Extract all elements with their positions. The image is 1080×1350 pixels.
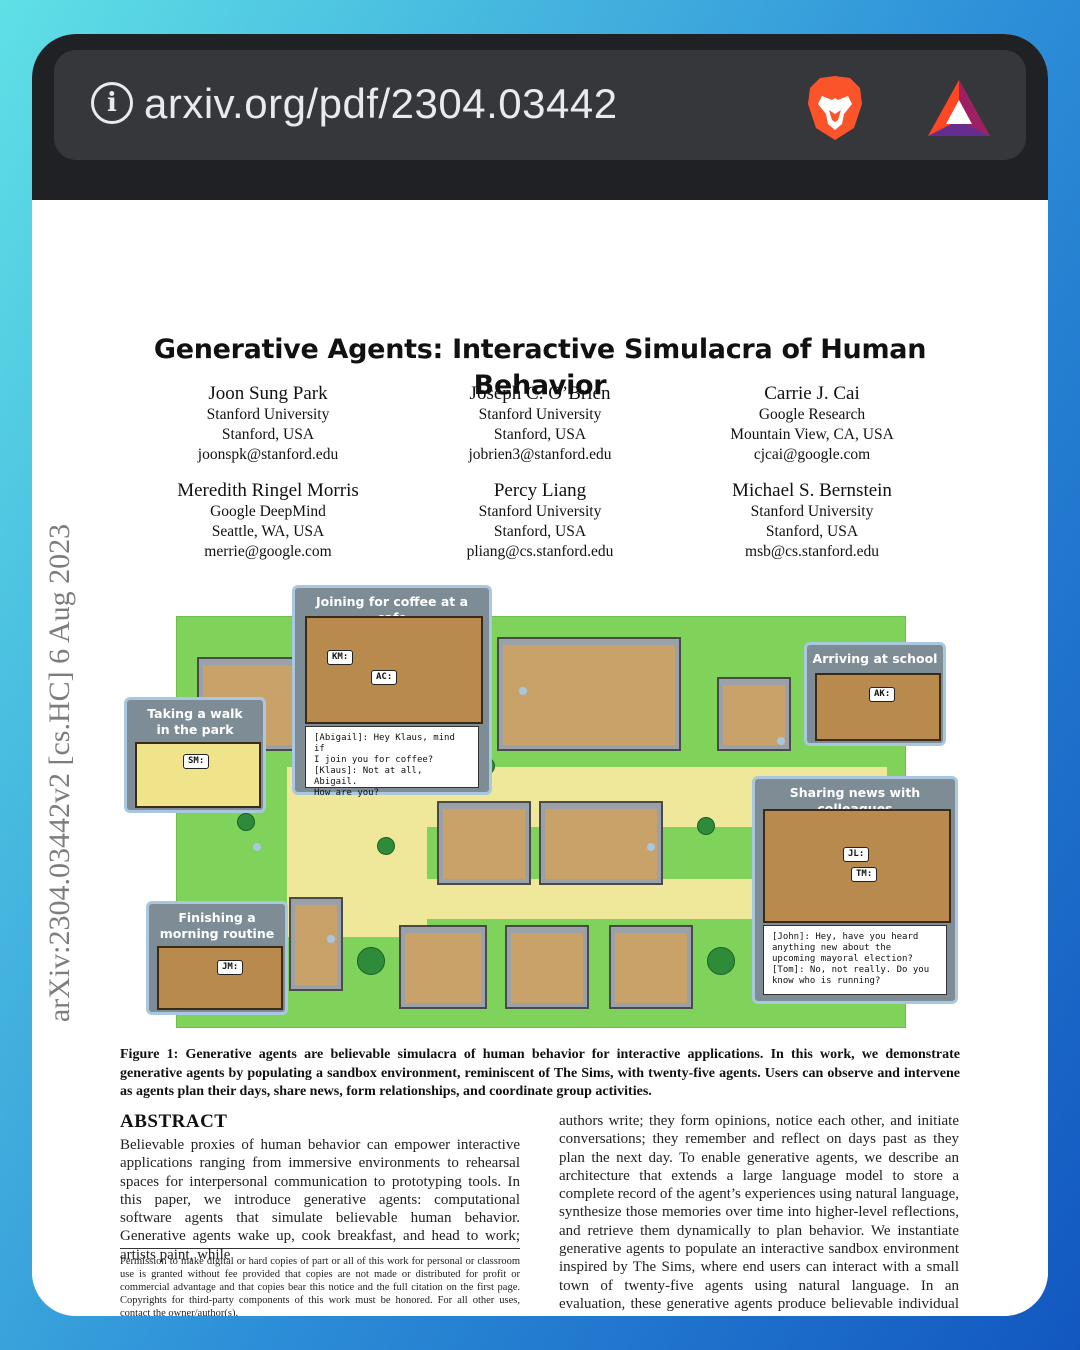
author-location: Mountain View, CA, USA: [730, 426, 894, 443]
author-email: jobrien3@stanford.edu: [468, 446, 612, 463]
callout-scene: [135, 742, 261, 808]
author-location: Stanford, USA: [493, 523, 587, 540]
url-text[interactable]: arxiv.org/pdf/2304.03442: [144, 80, 618, 127]
author-block: Carrie J. Cai Google Research Mountain V…: [667, 382, 957, 465]
brave-lion-icon[interactable]: [802, 74, 868, 142]
author-block: Joseph C. O’Brien Stanford University St…: [395, 382, 685, 465]
arxiv-side-stamp: arXiv:2304.03442v2 [cs.HC] 6 Aug 2023: [43, 523, 76, 1023]
author-email: merrie@google.com: [204, 543, 332, 560]
info-icon[interactable]: i: [91, 82, 133, 124]
author-block: Percy Liang Stanford University Stanford…: [395, 479, 685, 562]
bat-triangle-icon[interactable]: [926, 78, 992, 140]
speech-bubble: KM:: [327, 650, 354, 665]
callout-scene: [157, 946, 283, 1010]
author-affiliation: Google Research: [758, 406, 866, 423]
author-email: joonspk@stanford.edu: [197, 446, 339, 463]
callout-dialog: [Abigail]: Hey Klaus, mind if I join you…: [305, 726, 479, 798]
speech-bubble: TM:: [851, 867, 878, 882]
address-bar[interactable]: i arxiv.org/pdf/2304.03442: [54, 50, 1026, 160]
author-affiliation: Stanford University: [206, 406, 330, 423]
map-tree: [707, 947, 735, 975]
map-tree: [357, 947, 385, 975]
callout-title: Taking a walk in the park: [147, 706, 243, 737]
author-block: Joon Sung Park Stanford University Stanf…: [123, 382, 413, 465]
pdf-page: arXiv:2304.03442v2 [cs.HC] 6 Aug 2023 Ge…: [32, 200, 1048, 1316]
author-affiliation: Google DeepMind: [210, 503, 326, 520]
map-tree: [377, 837, 395, 855]
map-tree: [697, 817, 715, 835]
map-location-dot: [327, 935, 335, 943]
speech-bubble: AC:: [371, 670, 398, 685]
author-affiliation: Stanford University: [750, 503, 874, 520]
callout-walk: Taking a walk in the park SM:: [124, 697, 266, 813]
callout-title: Arriving at school: [812, 651, 938, 666]
map-building: [399, 925, 487, 1009]
author-location: Seattle, WA, USA: [211, 523, 325, 540]
author-name: Meredith Ringel Morris: [177, 480, 359, 501]
callout-title: Finishing a morning routine: [159, 910, 275, 941]
callout-school: Arriving at school AK:: [804, 642, 946, 746]
author-name: Michael S. Bernstein: [732, 480, 892, 501]
author-affiliation: Stanford University: [478, 503, 602, 520]
map-location-dot: [647, 843, 655, 851]
map-building: [539, 801, 663, 885]
author-location: Stanford, USA: [493, 426, 587, 443]
author-email: pliang@cs.stanford.edu: [466, 543, 614, 560]
author-name: Carrie J. Cai: [764, 383, 860, 404]
map-location-dot: [777, 737, 785, 745]
author-name: Percy Liang: [493, 480, 587, 501]
abstract-text-right: authors write; they form opinions, notic…: [559, 1113, 959, 1316]
map-building: [609, 925, 693, 1009]
paper-title: Generative Agents: Interactive Simulacra…: [153, 334, 927, 401]
author-block: Meredith Ringel Morris Google DeepMind S…: [123, 479, 413, 562]
callout-morning: Finishing a morning routine JM:: [146, 901, 288, 1015]
speech-bubble: JL:: [843, 847, 870, 862]
callout-scene: [815, 673, 941, 741]
map-building: [505, 925, 589, 1009]
map-tree: [237, 813, 255, 831]
callout-scene: [763, 809, 951, 923]
figure-caption: Figure 1: Generative agents are believab…: [120, 1047, 960, 1099]
callout-dialog: [John]: Hey, have you heard anything new…: [763, 925, 947, 995]
phone-frame: i arxiv.org/pdf/2304.03442 arXiv:2304.03…: [32, 34, 1048, 1316]
map-building: [497, 637, 681, 751]
browser-toolbar: i arxiv.org/pdf/2304.03442: [32, 34, 1048, 200]
author-email: cjcai@google.com: [753, 446, 871, 463]
author-affiliation: Stanford University: [478, 406, 602, 423]
map-location-dot: [519, 687, 527, 695]
map-building: [437, 801, 531, 885]
author-block: Michael S. Bernstein Stanford University…: [667, 479, 957, 562]
author-name: Joseph C. O’Brien: [469, 383, 611, 404]
author-location: Stanford, USA: [221, 426, 315, 443]
abstract-text-left: Believable proxies of human behavior can…: [120, 1137, 520, 1263]
map-location-dot: [253, 843, 261, 851]
speech-bubble: JM:: [217, 960, 244, 975]
permission-footnote: Permission to make digital or hard copie…: [120, 1248, 520, 1316]
author-email: msb@cs.stanford.edu: [745, 543, 879, 560]
speech-bubble: AK:: [869, 687, 896, 702]
author-name: Joon Sung Park: [208, 383, 328, 404]
callout-news: Sharing news with colleagues JL: TM: [Jo…: [752, 776, 958, 1004]
map-building: [289, 897, 343, 991]
speech-bubble: SM:: [183, 754, 210, 769]
callout-cafe: Joining for coffee at a cafe KM: AC: [Ab…: [292, 585, 492, 798]
author-location: Stanford, USA: [765, 523, 859, 540]
map-path: [327, 879, 757, 919]
abstract-heading: ABSTRACT: [120, 1111, 228, 1132]
